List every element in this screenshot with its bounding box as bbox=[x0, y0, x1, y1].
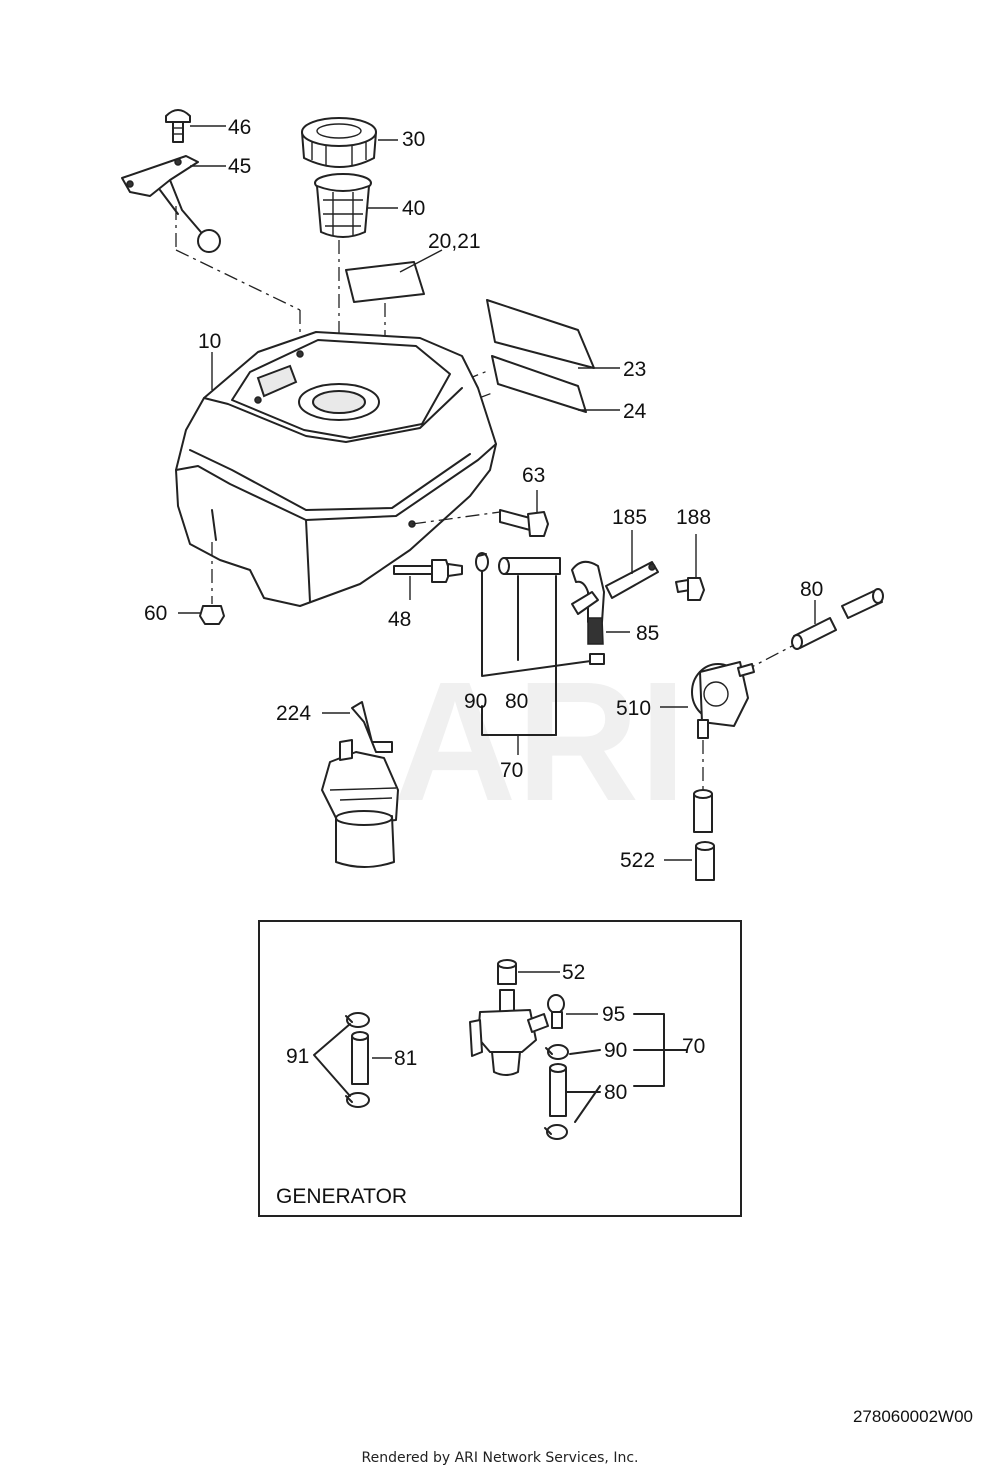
callout-90-generator: 90 bbox=[604, 1039, 627, 1062]
callout-91: 91 bbox=[286, 1045, 309, 1068]
callout-224: 224 bbox=[276, 702, 311, 725]
callout-80-right: 80 bbox=[800, 578, 823, 601]
generator-title: GENERATOR bbox=[276, 1185, 407, 1208]
callout-23: 23 bbox=[623, 358, 646, 381]
part-80-hose-drawing bbox=[498, 557, 561, 575]
part-522-filter-drawing bbox=[664, 789, 715, 881]
part-52-fitting-drawing bbox=[497, 959, 560, 985]
callout-95: 95 bbox=[602, 1003, 625, 1026]
part-80-generator-hose-drawing bbox=[544, 1063, 568, 1140]
callout-60: 60 bbox=[144, 602, 167, 625]
watermark: ARI bbox=[394, 647, 687, 837]
callout-45: 45 bbox=[228, 155, 251, 178]
callout-80-generator: 80 bbox=[604, 1081, 627, 1104]
part-510-fuel-pump-drawing bbox=[660, 661, 755, 739]
part-46-screw-drawing bbox=[165, 109, 226, 143]
part-80-hose-right-drawing bbox=[791, 588, 884, 650]
part-30-fuel-cap-drawing bbox=[301, 117, 398, 168]
part-91-clamps-drawing bbox=[345, 1012, 370, 1108]
callout-63: 63 bbox=[522, 464, 545, 487]
part-20-21-label-drawing bbox=[345, 249, 443, 303]
callout-10: 10 bbox=[198, 330, 221, 353]
part-45-bracket-drawing bbox=[121, 155, 226, 253]
generator-box bbox=[258, 920, 742, 1217]
diagram-code: 278060002W00 bbox=[852, 1407, 973, 1426]
callout-70-generator: 70 bbox=[682, 1035, 705, 1058]
callout-46: 46 bbox=[228, 116, 251, 139]
part-60-nut-drawing bbox=[178, 605, 225, 625]
callout-188: 188 bbox=[676, 506, 711, 529]
part-85-fuel-line-drawing bbox=[571, 560, 630, 665]
callout-85: 85 bbox=[636, 622, 659, 645]
callout-48: 48 bbox=[388, 608, 411, 631]
callout-522: 522 bbox=[620, 849, 655, 872]
generator-fuel-valve-drawing bbox=[469, 989, 549, 1076]
part-23-label-drawing bbox=[486, 299, 620, 369]
footer-credit: Rendered by ARI Network Services, Inc. bbox=[361, 1450, 639, 1466]
part-48-valve-drawing bbox=[393, 559, 463, 600]
part-224-carburetor-drawing bbox=[321, 701, 399, 868]
callout-24: 24 bbox=[623, 400, 647, 423]
part-188-screw-drawing bbox=[675, 534, 705, 601]
callout-70: 70 bbox=[500, 759, 523, 782]
callout-81: 81 bbox=[394, 1047, 417, 1070]
callout-185: 185 bbox=[612, 506, 647, 529]
callout-40: 40 bbox=[402, 197, 425, 220]
part-95-banjo-drawing bbox=[547, 994, 598, 1029]
part-81-hose-drawing bbox=[351, 1031, 392, 1085]
callout-20-21: 20,21 bbox=[428, 230, 481, 253]
part-63-bolt-drawing bbox=[499, 490, 549, 537]
part-90-generator-clamp-drawing bbox=[545, 1044, 569, 1060]
callout-510: 510 bbox=[616, 697, 651, 720]
part-24-label-drawing bbox=[491, 355, 620, 413]
callout-30: 30 bbox=[402, 128, 425, 151]
callout-90: 90 bbox=[464, 690, 487, 713]
part-40-strainer-drawing bbox=[314, 173, 398, 238]
part-185-bracket-drawing bbox=[605, 530, 659, 599]
callout-52: 52 bbox=[562, 961, 585, 984]
part-90-clamp-drawing bbox=[475, 552, 489, 572]
callout-80-hose: 80 bbox=[505, 690, 528, 713]
part-10-fuel-tank-drawing bbox=[175, 331, 497, 607]
